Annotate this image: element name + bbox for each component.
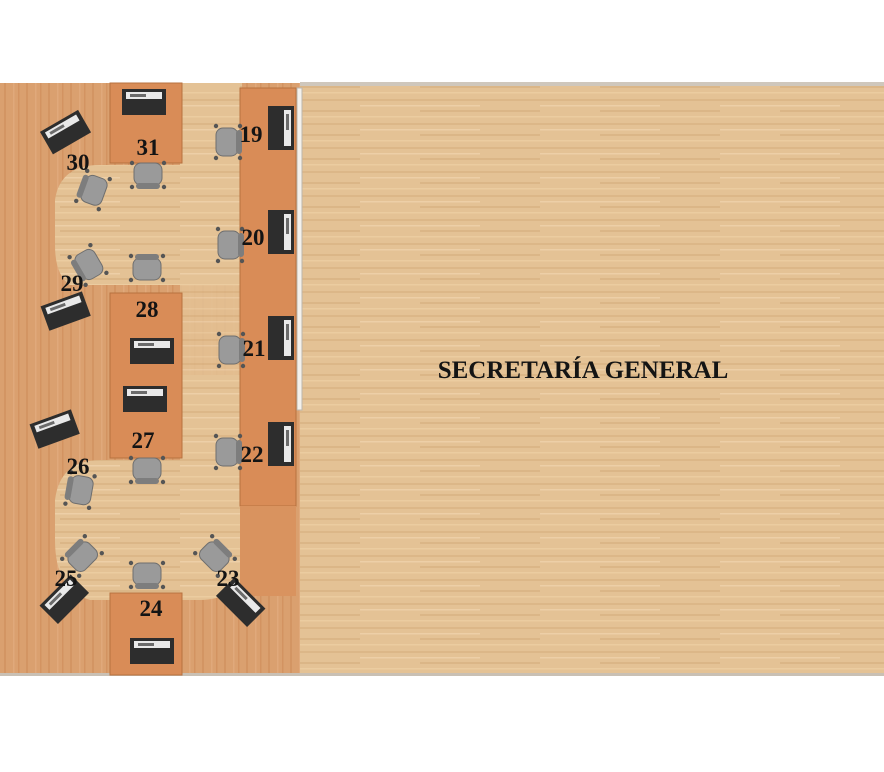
monitor-31-icon bbox=[122, 89, 166, 115]
chair-24-icon bbox=[128, 560, 166, 590]
monitor-25-icon bbox=[39, 574, 90, 625]
chair-30-icon bbox=[74, 168, 112, 212]
monitor-30-icon bbox=[39, 109, 92, 155]
monitor-19-icon bbox=[268, 106, 294, 150]
monitor-28-icon bbox=[130, 338, 174, 364]
workstation-number-31: 31 bbox=[137, 135, 160, 160]
workstation-number-25: 25 bbox=[55, 566, 78, 591]
workstation-number-20: 20 bbox=[242, 225, 265, 250]
chair-29-icon bbox=[67, 242, 109, 288]
workstation-number-19: 19 bbox=[240, 122, 263, 147]
chair-27-icon bbox=[128, 455, 166, 485]
workstation-number-21: 21 bbox=[243, 336, 266, 361]
chair-23-icon bbox=[193, 534, 237, 578]
chair-19-icon bbox=[213, 123, 243, 161]
monitor-22-icon bbox=[268, 422, 294, 466]
monitor-26-icon bbox=[29, 409, 80, 449]
monitor-27-icon bbox=[123, 386, 167, 412]
chair-20-icon bbox=[215, 226, 245, 264]
desk-23-corner bbox=[240, 506, 296, 596]
chair-31-icon bbox=[129, 160, 167, 190]
monitor-24-icon bbox=[130, 638, 174, 664]
chair-26-icon bbox=[63, 469, 97, 511]
workstation-number-26: 26 bbox=[67, 454, 90, 479]
room-label: SECRETARÍA GENERAL bbox=[438, 356, 729, 384]
monitor-20-icon bbox=[268, 210, 294, 254]
workstation-number-24: 24 bbox=[140, 596, 164, 621]
workstation-number-28: 28 bbox=[136, 297, 159, 322]
workstations-layer: 19 20 21 22 23 24 25 26 27 28 29 30 31 bbox=[29, 89, 294, 664]
workstation-number-29: 29 bbox=[61, 271, 84, 296]
monitor-21-icon bbox=[268, 316, 294, 360]
workstation-number-22: 22 bbox=[241, 442, 264, 467]
chair-21-icon bbox=[216, 331, 246, 369]
desk-28-27 bbox=[109, 292, 183, 459]
plan-bottom-edge bbox=[0, 673, 884, 676]
secretaria-general-floor bbox=[300, 83, 884, 675]
workstation-number-23: 23 bbox=[217, 566, 240, 591]
chair-25-icon bbox=[60, 534, 104, 578]
plan-top-edge bbox=[300, 82, 884, 86]
workstation-number-30: 30 bbox=[67, 150, 90, 175]
monitor-29-icon bbox=[40, 291, 91, 331]
monitor-23-icon bbox=[215, 577, 266, 628]
chair-28-icon bbox=[128, 253, 166, 283]
partition-wall bbox=[296, 87, 303, 411]
workstation-number-27: 27 bbox=[132, 428, 155, 453]
chair-22-icon bbox=[213, 433, 243, 471]
